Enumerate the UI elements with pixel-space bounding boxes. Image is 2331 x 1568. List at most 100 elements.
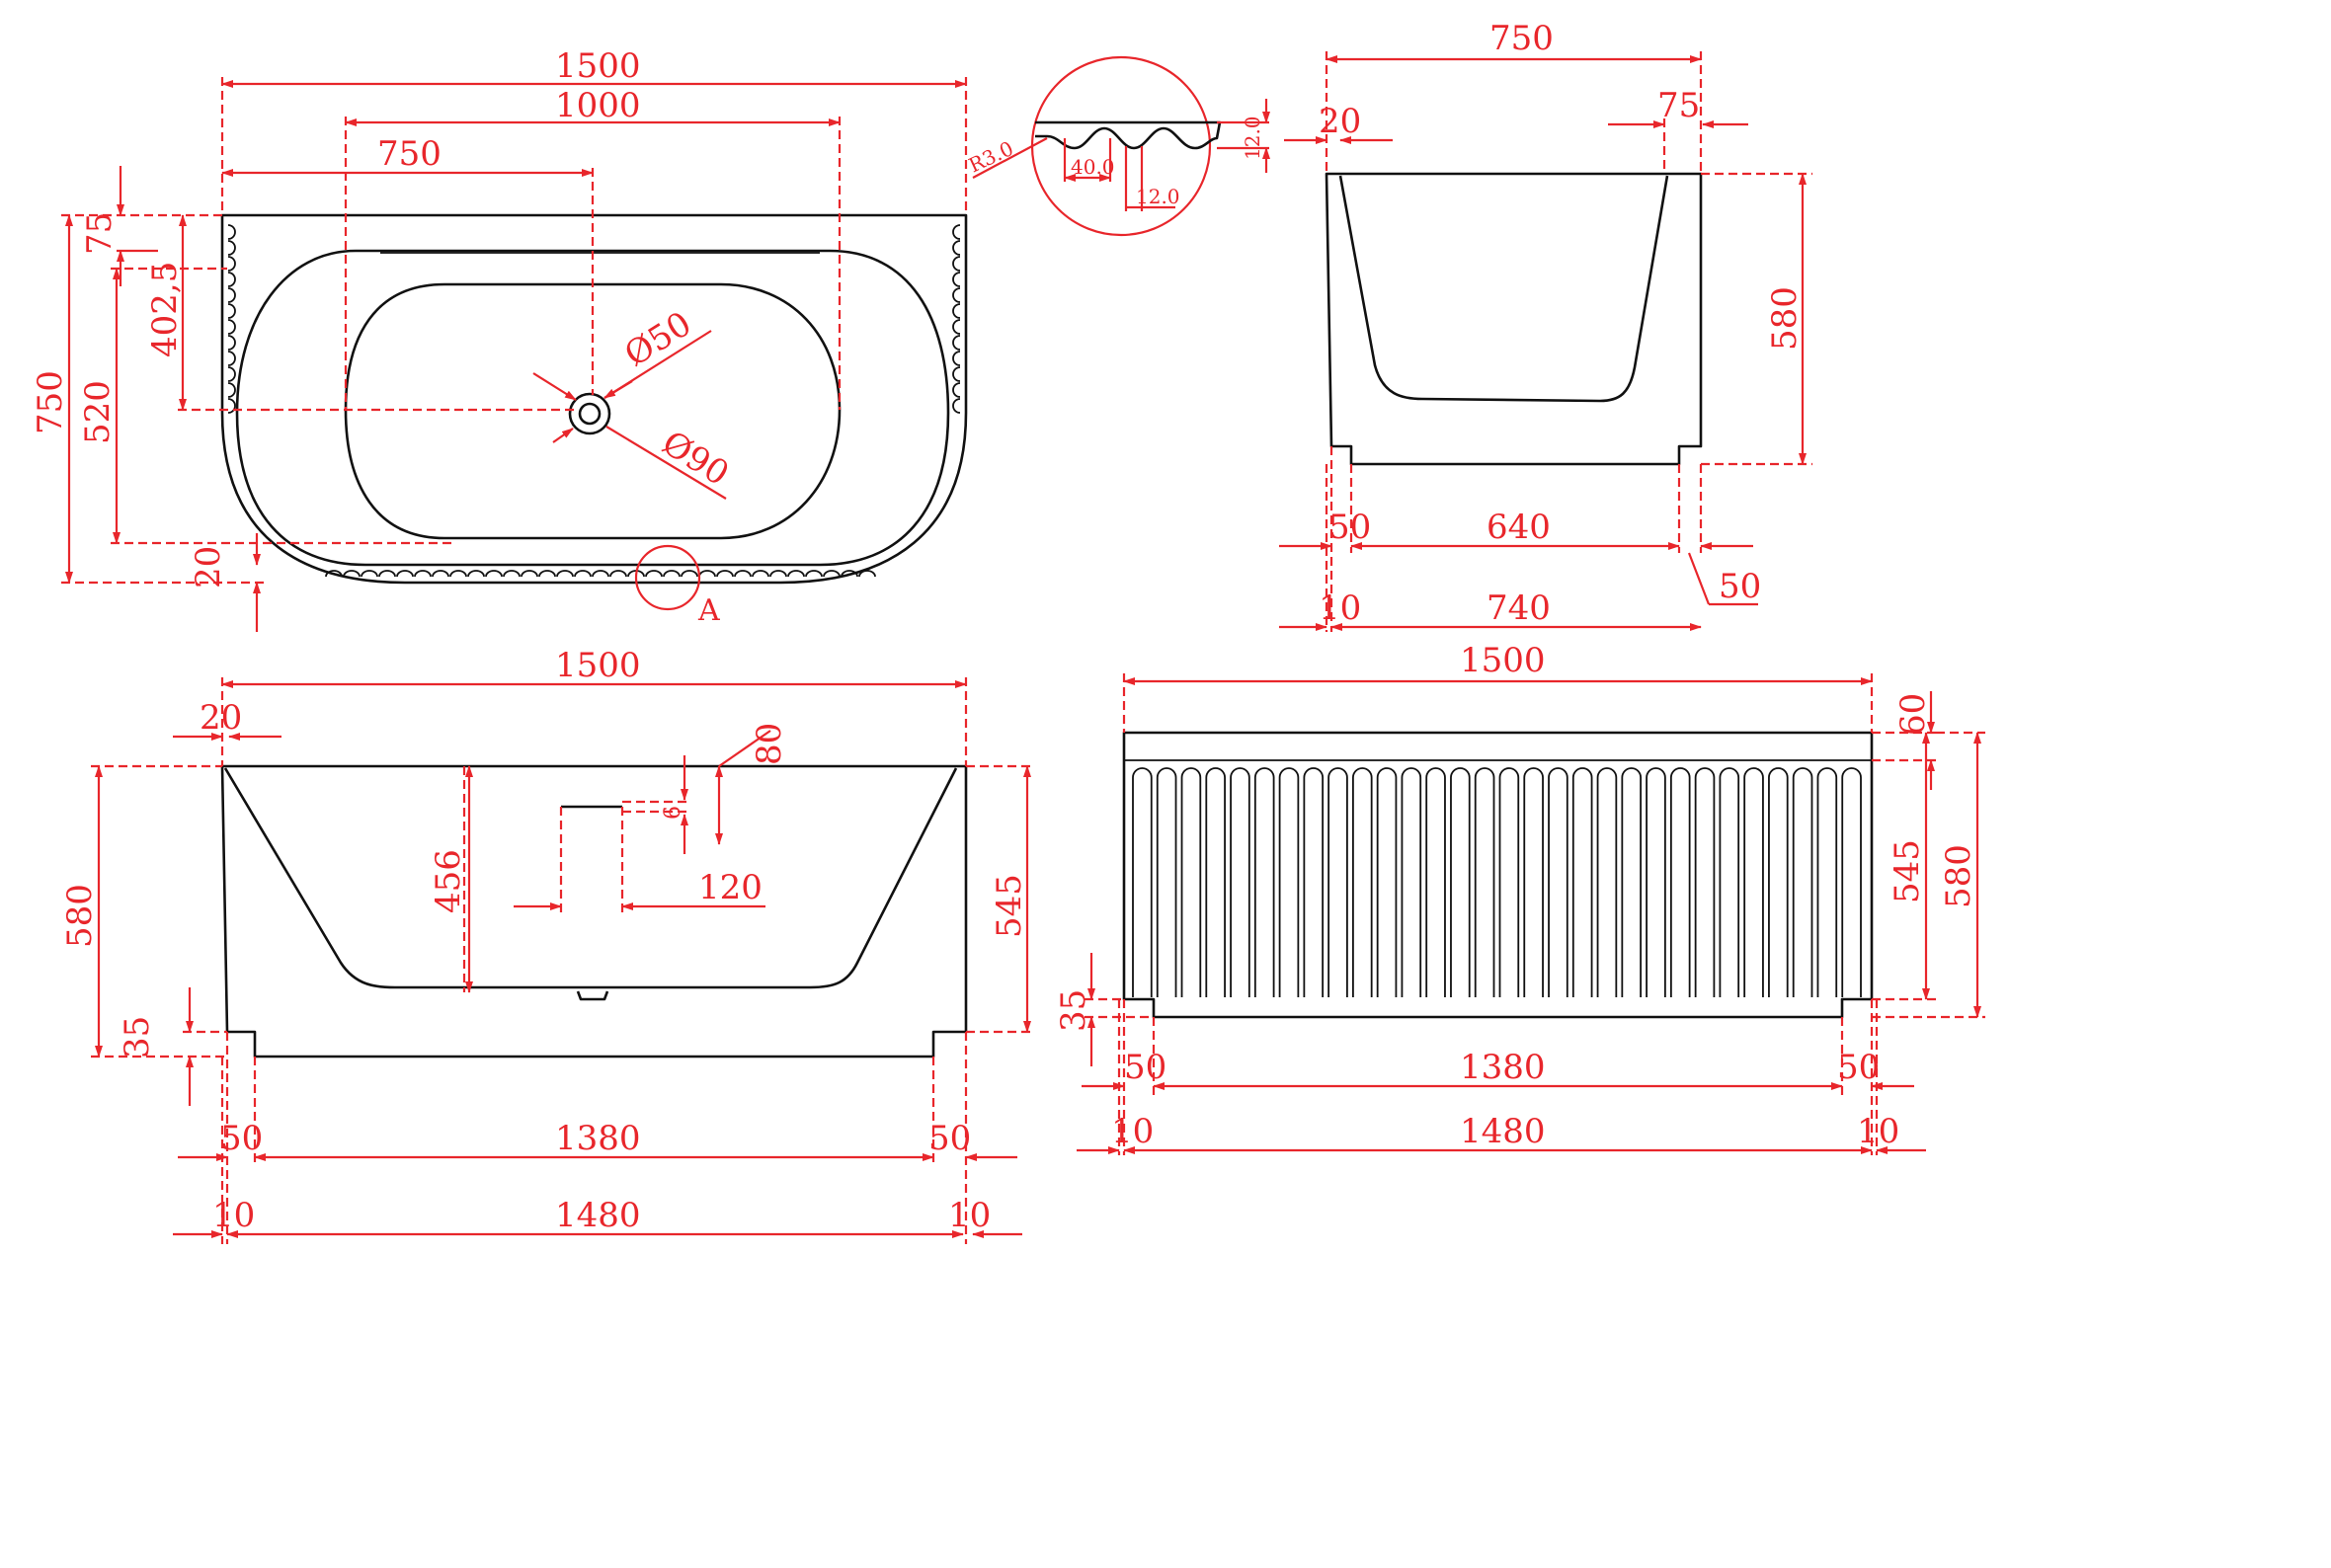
- ribbed-dim-10-left: 10: [1111, 1112, 1154, 1151]
- rib: [1596, 767, 1618, 997]
- side-basin-outline: [1338, 175, 1669, 403]
- ribbed-dim-50-left: 50: [1124, 1048, 1166, 1087]
- basin-outline: [344, 282, 842, 540]
- scallop: [952, 382, 961, 398]
- front-drain: [576, 990, 609, 1001]
- ribbed-dim-10-right: 10: [1857, 1112, 1899, 1151]
- side-dim-20: 20: [1319, 102, 1361, 141]
- side-dim-580: 580: [1765, 286, 1805, 351]
- dim-402-5: 402,5: [145, 262, 185, 357]
- rib: [1646, 767, 1666, 997]
- rib: [1743, 767, 1764, 997]
- dim-520: 520: [78, 380, 118, 444]
- scalloped-edge: [227, 224, 961, 578]
- front-basin-outline: [223, 767, 958, 989]
- front-dim-120: 120: [698, 868, 763, 907]
- dim-75: 75: [80, 212, 120, 255]
- scallop: [521, 570, 538, 578]
- ribbed-dim-35: 35: [1054, 989, 1093, 1032]
- scallop: [227, 256, 236, 272]
- rib: [1230, 767, 1250, 997]
- ribbed-dim-50-right: 50: [1837, 1048, 1880, 1087]
- dim-1500: 1500: [555, 46, 641, 86]
- front-dim-580: 580: [60, 884, 100, 948]
- scallop: [227, 398, 236, 414]
- drain-inner: [578, 402, 602, 426]
- rib: [1278, 767, 1300, 997]
- detail-radius: R3.0: [965, 136, 1017, 178]
- scallop: [841, 570, 858, 578]
- scallop: [227, 224, 236, 240]
- front-dim-545: 545: [990, 874, 1029, 938]
- scallop: [952, 398, 961, 414]
- scallop: [645, 570, 663, 578]
- front-dim-80: 80: [750, 723, 789, 765]
- scallop: [952, 272, 961, 287]
- scallop: [432, 570, 449, 578]
- ribbed-dim-1480: 1480: [1460, 1112, 1546, 1151]
- ribbed-dim-1500: 1500: [1460, 641, 1546, 680]
- front-dim-10-left: 10: [212, 1196, 255, 1235]
- rib: [1719, 767, 1740, 997]
- scallop: [952, 287, 961, 303]
- rib: [1253, 767, 1275, 997]
- rib: [1669, 767, 1691, 997]
- rib: [1571, 767, 1593, 997]
- front-dim-1500: 1500: [555, 646, 641, 685]
- rib: [1180, 767, 1202, 997]
- dim-750: 750: [377, 134, 442, 174]
- dim-1000: 1000: [555, 86, 641, 125]
- scallop: [227, 319, 236, 335]
- scallop: [952, 351, 961, 366]
- front-dim-50-left: 50: [220, 1119, 263, 1158]
- drain-outer: [568, 392, 611, 435]
- scallop: [663, 570, 681, 578]
- rib: [1376, 767, 1398, 997]
- front-dim-35: 35: [118, 1016, 157, 1058]
- scallop: [787, 570, 805, 578]
- tub-outer-outline: [220, 213, 968, 585]
- detail-pitch: 40.0: [1071, 155, 1115, 179]
- scallop: [503, 570, 521, 578]
- scallop: [378, 570, 396, 578]
- side-dim-750: 750: [1489, 19, 1554, 58]
- scallop: [609, 570, 627, 578]
- scallop: [858, 570, 876, 578]
- scallop: [227, 366, 236, 382]
- side-view: 750 20 75 580 50 640 50 10 740: [1279, 19, 1812, 632]
- dim-20: 20: [189, 546, 228, 588]
- scallop: [574, 570, 592, 578]
- rib: [1523, 767, 1544, 997]
- scallop: [467, 570, 485, 578]
- side-dim-10: 10: [1319, 588, 1361, 628]
- scallop: [556, 570, 574, 578]
- front-view: 1500 20 456 80 6 120 580 545 35 50 1380 …: [60, 646, 1035, 1244]
- dim-750-height: 750: [31, 370, 70, 434]
- scallop: [227, 303, 236, 319]
- scallop-profile: [1035, 120, 1222, 150]
- scallop: [227, 240, 236, 256]
- ribbed-dim-580: 580: [1939, 844, 1978, 908]
- scallop: [952, 335, 961, 351]
- scallop: [952, 319, 961, 335]
- scallop: [227, 272, 236, 287]
- rib: [1841, 767, 1862, 997]
- scallop: [716, 570, 734, 578]
- side-dim-740: 740: [1487, 588, 1551, 628]
- front-dim-20: 20: [200, 698, 242, 738]
- scallop: [414, 570, 432, 578]
- rib: [1425, 767, 1446, 997]
- scallop: [227, 382, 236, 398]
- scallop: [698, 570, 716, 578]
- rib: [1694, 767, 1716, 997]
- scallop: [952, 224, 961, 240]
- detail-a-label: A: [697, 593, 720, 628]
- rib: [1816, 767, 1838, 997]
- front-dim-456: 456: [429, 849, 468, 913]
- scallop: [752, 570, 769, 578]
- rib: [1303, 767, 1325, 997]
- scallop: [538, 570, 556, 578]
- rib: [1792, 767, 1813, 997]
- rib: [1352, 767, 1373, 997]
